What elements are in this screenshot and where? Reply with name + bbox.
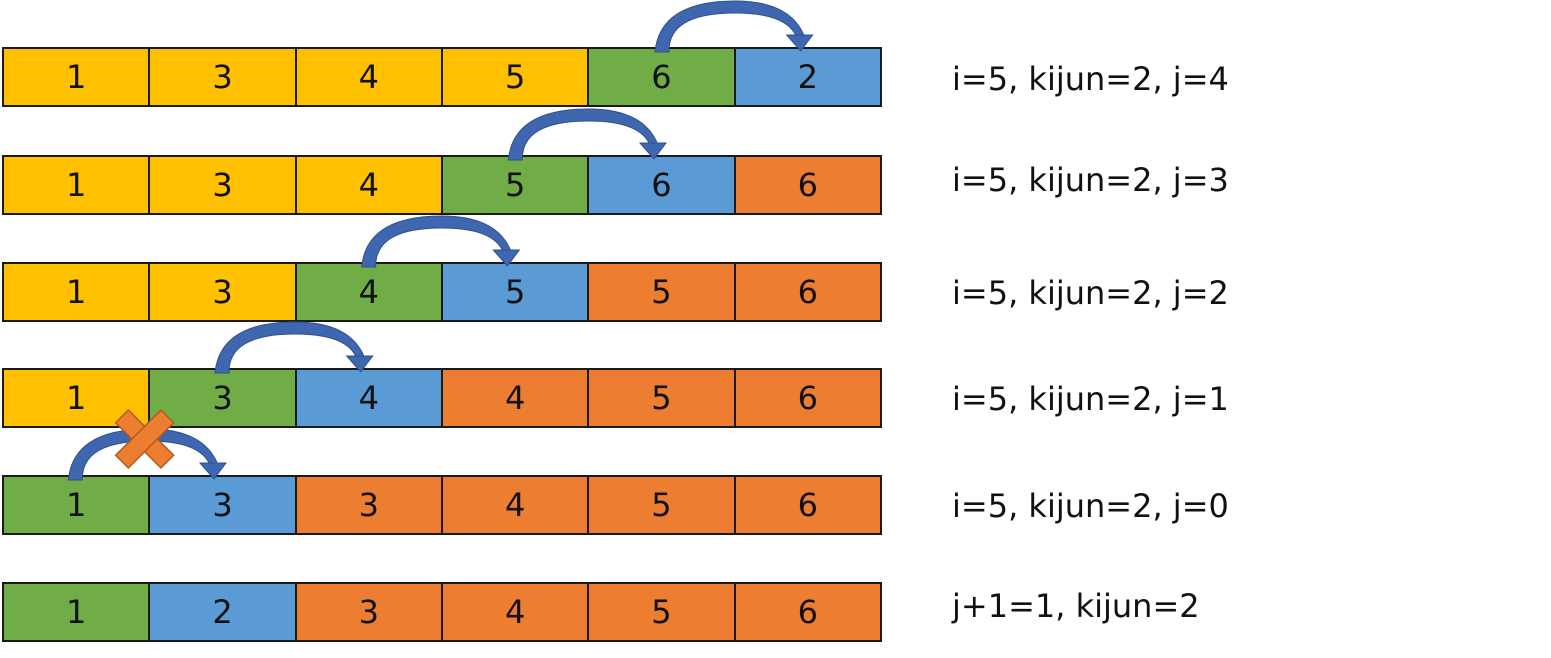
array-cell: 5 (589, 584, 736, 640)
curved-arrow-icon (507, 108, 667, 161)
step-label-6: j+1=1, kijun=2 (952, 587, 1200, 625)
array-cell: 6 (589, 157, 736, 213)
array-cell: 5 (589, 264, 736, 320)
array-cell: 2 (735, 49, 880, 105)
array-cell: 4 (442, 477, 590, 533)
curved-arrow-icon (214, 321, 374, 374)
step-label-4: i=5, kijun=2, j=1 (952, 380, 1229, 418)
array-cell: 4 (442, 370, 590, 426)
step-label-3: i=5, kijun=2, j=2 (952, 274, 1229, 312)
array-row-1: 1 3 4 5 6 2 (2, 47, 882, 107)
curved-arrow-icon (67, 428, 227, 481)
step-label-2: i=5, kijun=2, j=3 (952, 161, 1229, 199)
array-cell: 3 (150, 157, 297, 213)
array-cell: 2 (150, 584, 297, 640)
step-label-5: i=5, kijun=2, j=0 (952, 487, 1229, 525)
array-cell: 6 (735, 370, 880, 426)
array-cell: 5 (442, 49, 590, 105)
array-cell: 1 (4, 584, 151, 640)
array-cell: 5 (589, 477, 736, 533)
array-cell: 4 (296, 49, 443, 105)
array-cell: 6 (735, 477, 880, 533)
array-cell: 3 (150, 49, 297, 105)
array-cell: 4 (296, 264, 443, 320)
array-cell: 4 (296, 370, 443, 426)
array-cell: 4 (296, 157, 443, 213)
array-row-5: 1 3 3 4 5 6 (2, 475, 882, 535)
array-row-2: 1 3 4 5 6 6 (2, 155, 882, 215)
array-cell: 5 (442, 264, 590, 320)
array-cell: 6 (735, 584, 880, 640)
array-cell: 5 (442, 157, 590, 213)
array-row-6: 1 2 3 4 5 6 (2, 582, 882, 642)
array-cell: 1 (4, 49, 151, 105)
array-cell: 6 (735, 264, 880, 320)
array-cell: 6 (735, 157, 880, 213)
curved-arrow-icon (361, 215, 521, 268)
array-cell: 3 (296, 477, 443, 533)
array-cell: 1 (4, 157, 151, 213)
array-cell: 3 (150, 477, 297, 533)
step-label-1: i=5, kijun=2, j=4 (952, 60, 1229, 98)
array-cell: 1 (4, 264, 151, 320)
array-cell: 4 (442, 584, 590, 640)
array-cell: 1 (4, 477, 151, 533)
array-cell: 5 (589, 370, 736, 426)
array-row-4: 1 3 4 4 5 6 (2, 368, 882, 428)
curved-arrow-icon (654, 0, 814, 53)
array-row-3: 1 3 4 5 5 6 (2, 262, 882, 322)
array-cell: 1 (4, 370, 151, 426)
array-cell: 3 (296, 584, 443, 640)
array-cell: 3 (150, 264, 297, 320)
array-cell: 6 (589, 49, 736, 105)
array-cell: 3 (150, 370, 297, 426)
